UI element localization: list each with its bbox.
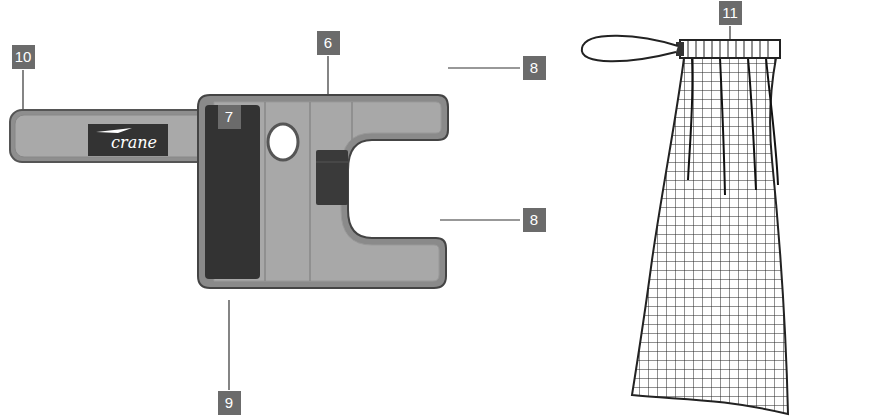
leader-lines [23,26,730,390]
support-plate [198,95,448,288]
callout-number: 8 [523,208,546,232]
callout-number: 8 [523,56,546,80]
velcro-panel [205,105,260,279]
mesh-bag [582,36,800,418]
callout-number: 11 [719,1,742,25]
drawcord [582,36,678,62]
callout-number: 9 [218,391,241,415]
callout-number: 10 [12,45,35,69]
logo-patch [88,124,168,156]
callout-number: 6 [317,31,340,55]
strap [10,110,220,162]
callout-number: 7 [218,105,241,129]
pocket [316,150,348,205]
brand-logo: crane [111,134,157,152]
hole [268,124,298,160]
